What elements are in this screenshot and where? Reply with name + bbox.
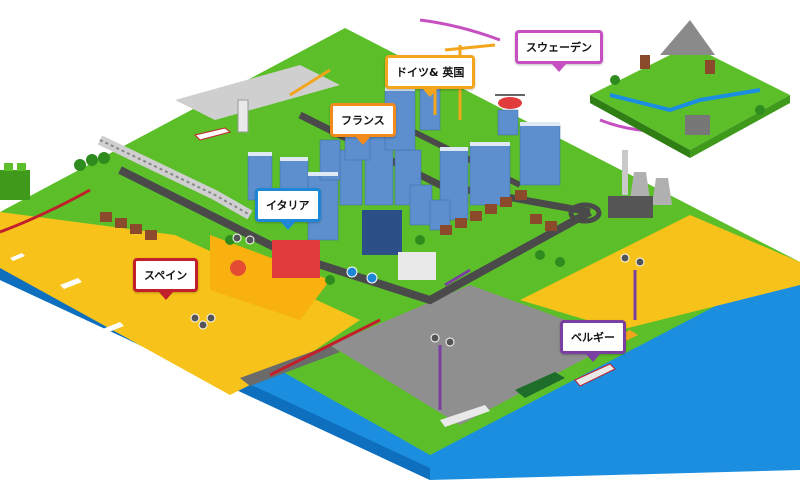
pin-belgium[interactable]: ベルギー [560, 320, 626, 362]
control-tower [237, 99, 249, 133]
pin-belgium-label: ベルギー [560, 320, 626, 354]
hotspot-marker [230, 260, 246, 276]
airport-runway [175, 65, 340, 120]
beach-left [0, 212, 360, 395]
pin-spain[interactable]: スペイン [133, 258, 199, 300]
pin-italy[interactable]: イタリア [255, 188, 321, 230]
city-buildings [247, 74, 561, 280]
railway-lines [99, 139, 251, 216]
pin-germany-uk[interactable]: ドイツ& 英国 [385, 55, 476, 97]
pin-france-label: フランス [330, 103, 396, 137]
trees [74, 152, 565, 285]
pin-belgium-pointer [585, 353, 601, 362]
main-road [118, 166, 592, 305]
pin-italy-pointer [279, 221, 296, 230]
beach-yellow-zone [210, 235, 330, 320]
pin-spain-label: スペイン [133, 258, 199, 292]
pin-france[interactable]: フランス [330, 103, 396, 145]
roundabout [568, 202, 602, 224]
port-dock [330, 285, 620, 425]
pin-germany-uk-pointer [422, 88, 439, 97]
pin-spain-pointer [157, 291, 174, 300]
inset-island [590, 20, 790, 158]
pin-germany-uk-label: ドイツ& 英国 [385, 55, 476, 89]
pin-italy-label: イタリア [255, 188, 321, 222]
airplane-icon [194, 127, 232, 141]
wind-turbine-icon [364, 16, 405, 35]
beach-right [520, 215, 800, 330]
pin-sweden[interactable]: スウェーデン [515, 30, 603, 72]
drone-icon [190, 233, 645, 347]
pin-sweden-label: スウェーデン [515, 30, 603, 64]
lego-brick-icon [0, 163, 30, 200]
power-plant-icon [608, 150, 672, 218]
pin-sweden-pointer [551, 63, 567, 72]
helicopter-icon [495, 94, 525, 109]
row-houses [100, 190, 557, 240]
pin-france-pointer [354, 136, 371, 145]
